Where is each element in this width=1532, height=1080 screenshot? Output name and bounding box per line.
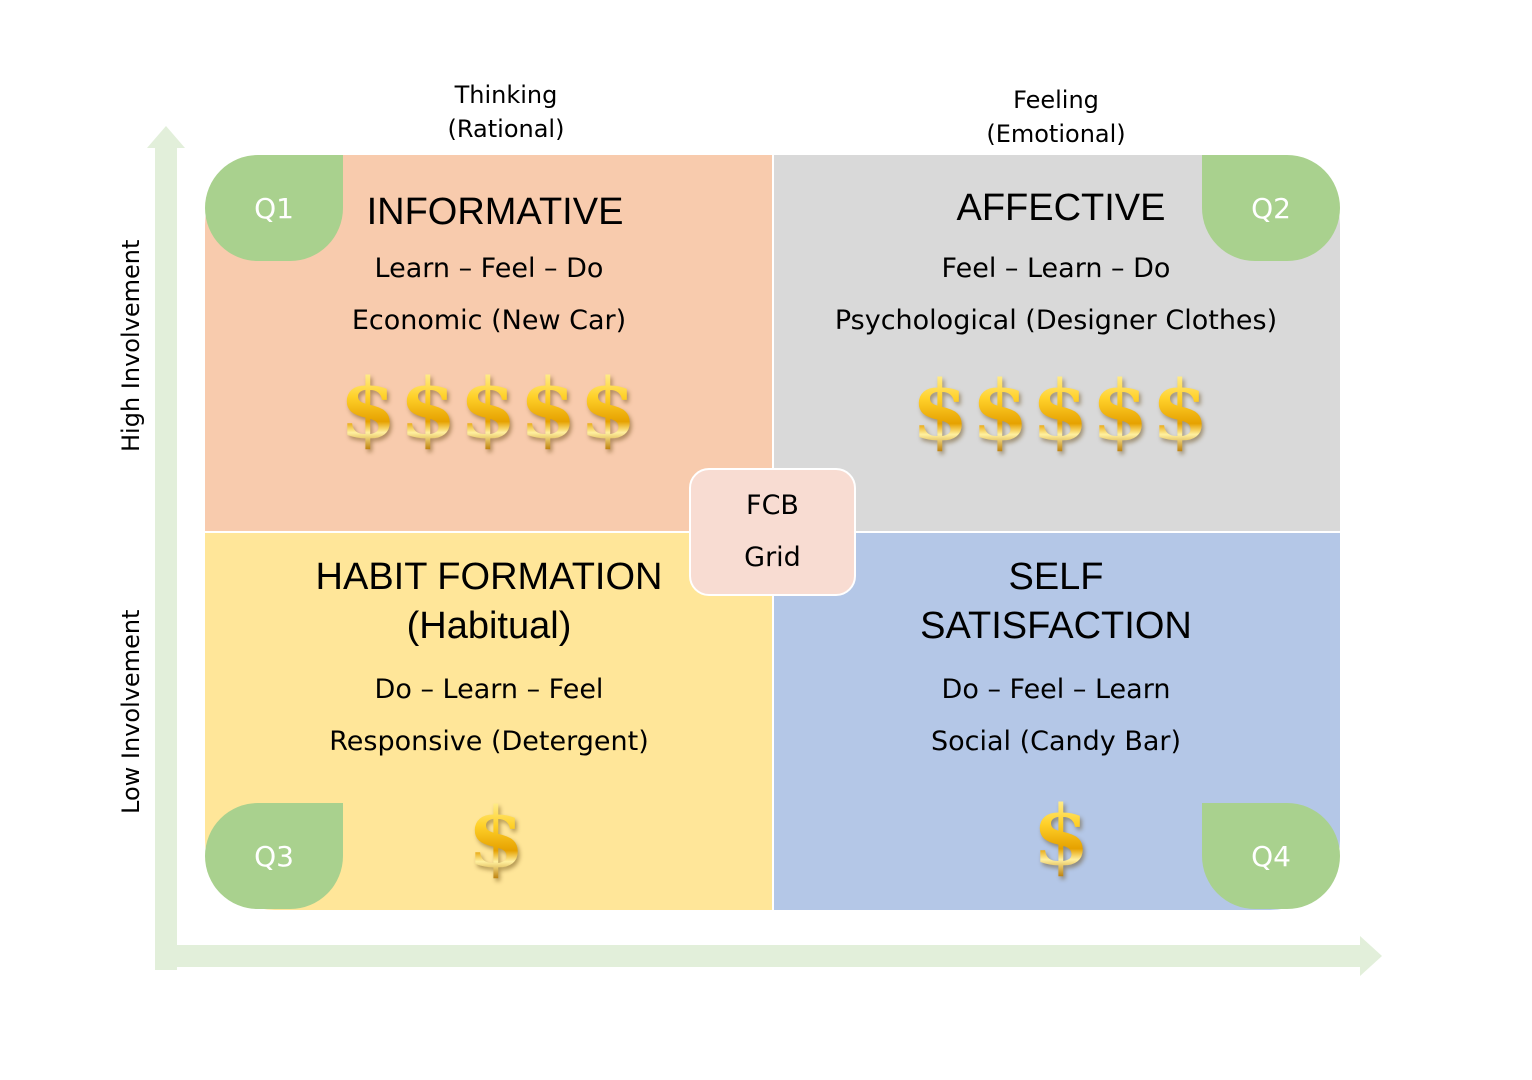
dollar-sign-icon: $ <box>459 361 517 457</box>
dollar-sign-icon: $ <box>519 361 577 457</box>
q3-cost-rating: $ <box>466 796 526 880</box>
q2-sequence: Feel – Learn – Do <box>941 253 1171 284</box>
dollar-sign-icon: $ <box>1151 363 1209 459</box>
q4-title: SELF SATISFACTION <box>920 556 1192 647</box>
dollar-sign-icon: $ <box>911 363 969 459</box>
dollar-sign-icon: $ <box>1032 788 1090 884</box>
dollar-sign-icon: $ <box>579 361 637 457</box>
q1-cost-rating: $ $ $ $ $ <box>338 367 638 451</box>
center-label-line1: FCB <box>746 490 799 521</box>
horizontal-axis-arrowhead <box>1360 936 1382 976</box>
column-label-feeling: Feeling (Emotional) <box>986 86 1126 148</box>
dollar-sign-icon: $ <box>339 361 397 457</box>
q1-title: INFORMATIVE <box>366 191 624 233</box>
q3-sequence: Do – Learn – Feel <box>374 674 604 705</box>
vertical-axis <box>155 148 177 970</box>
dollar-sign-icon: $ <box>971 363 1029 459</box>
q1-example: Economic (New Car) <box>351 305 627 336</box>
q2-cost-rating: $ $ $ $ $ <box>910 369 1210 453</box>
column-label-thinking: Thinking (Rational) <box>447 81 565 143</box>
q4-example: Social (Candy Bar) <box>930 726 1182 757</box>
q4-sequence: Do – Feel – Learn <box>941 674 1171 705</box>
q3-title: HABIT FORMATION (Habitual) <box>315 556 663 647</box>
row-label-high-involvement: High Involvement <box>117 239 145 452</box>
q4-badge: Q4 <box>1202 803 1340 909</box>
center-label-line2: Grid <box>744 542 801 573</box>
dollar-sign-icon: $ <box>1091 363 1149 459</box>
horizontal-axis <box>155 945 1362 967</box>
vertical-axis-arrowhead <box>147 126 185 148</box>
dollar-sign-icon: $ <box>467 790 525 886</box>
q2-example: Psychological (Designer Clothes) <box>834 305 1278 336</box>
q3-example: Responsive (Detergent) <box>329 726 649 757</box>
fcb-grid-label: FCB Grid <box>689 468 856 596</box>
q2-title: AFFECTIVE <box>956 187 1166 229</box>
dollar-sign-icon: $ <box>1031 363 1089 459</box>
row-label-low-involvement: Low Involvement <box>117 609 145 814</box>
q4-cost-rating: $ <box>1031 794 1091 878</box>
dollar-sign-icon: $ <box>399 361 457 457</box>
q1-sequence: Learn – Feel – Do <box>374 253 604 284</box>
q3-badge: Q3 <box>205 803 343 909</box>
q1-badge: Q1 <box>205 155 343 261</box>
q2-badge: Q2 <box>1202 155 1340 261</box>
